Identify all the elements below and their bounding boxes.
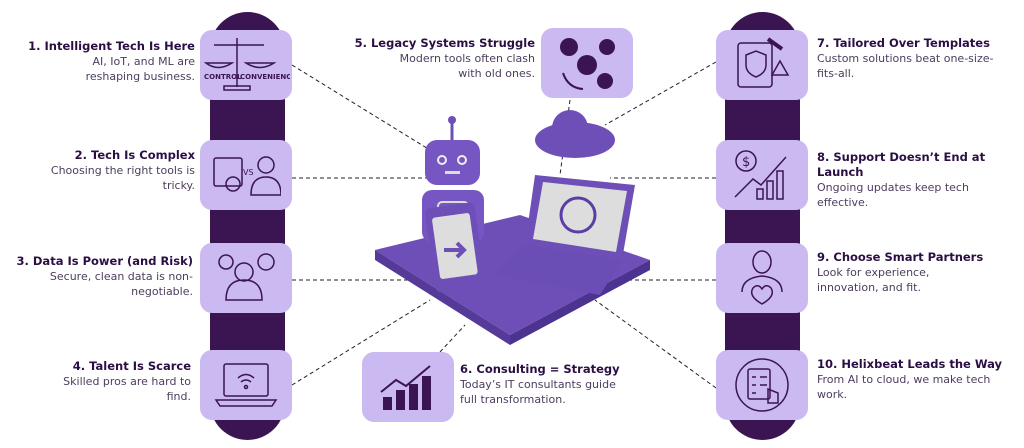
control-label: CONTROL [204,73,242,81]
item-desc: Modern tools often clash with old ones. [399,52,535,80]
item-title: 7. Tailored Over Templates [817,36,990,50]
robot-devices-illustration [375,110,650,345]
item-desc: Look for experience, innovation, and fit… [817,266,930,294]
item-desc: Today’s IT consultants guide full transf… [460,378,616,406]
item-desc: Ongoing updates keep tech effective. [817,181,969,209]
item-3: 3. Data Is Power (and Risk) Secure, clean… [3,254,193,299]
item-desc: Custom solutions beat one-size-fits-all. [817,52,994,80]
item-title: 6. Consulting = Strategy [460,362,620,376]
people-gear-icon [200,243,292,313]
item-title: 10. Helixbeat Leads the Way [817,357,1003,371]
growth-chart-icon [362,352,454,422]
laptop-globe-icon [495,175,635,295]
phone-arrow-icon [425,202,485,293]
item-desc: Choosing the right tools is tricky. [50,164,195,192]
item-desc: Skilled pros are hard to find. [63,375,191,403]
item-title: 4. Talent Is Scarce [72,359,191,373]
item-title: 1. Intelligent Tech Is Here [28,39,195,53]
convenience-label: CONVENIENCE [240,73,290,81]
vs-label: VS [243,168,254,177]
checklist-hand-icon [716,350,808,420]
item-title: 2. Tech Is Complex [74,148,195,162]
laptop-wifi-icon [200,350,292,420]
item-title: 8. Support Doesn’t End at Launch [817,150,986,179]
scale-icon: CONTROL CONVENIENCE [200,30,292,100]
cloud-icon [535,110,615,158]
item-title: 5. Legacy Systems Struggle [354,36,535,50]
dollar-growth-icon: $ [716,140,808,210]
item-desc: From AI to cloud, we make tech work. [817,373,991,401]
software-vs-person-icon: VS [200,140,292,210]
item-desc: Secure, clean data is non-negotiable. [49,270,193,298]
money-cycle-icon [541,28,633,98]
clipboard-shield-icon [716,30,808,100]
item-title: 3. Data Is Power (and Risk) [16,254,193,268]
item-desc: AI, IoT, and ML are reshaping business. [85,55,195,83]
doctor-heart-icon [716,243,808,313]
item-title: 9. Choose Smart Partners [817,250,984,264]
svg-text:$: $ [742,155,750,170]
